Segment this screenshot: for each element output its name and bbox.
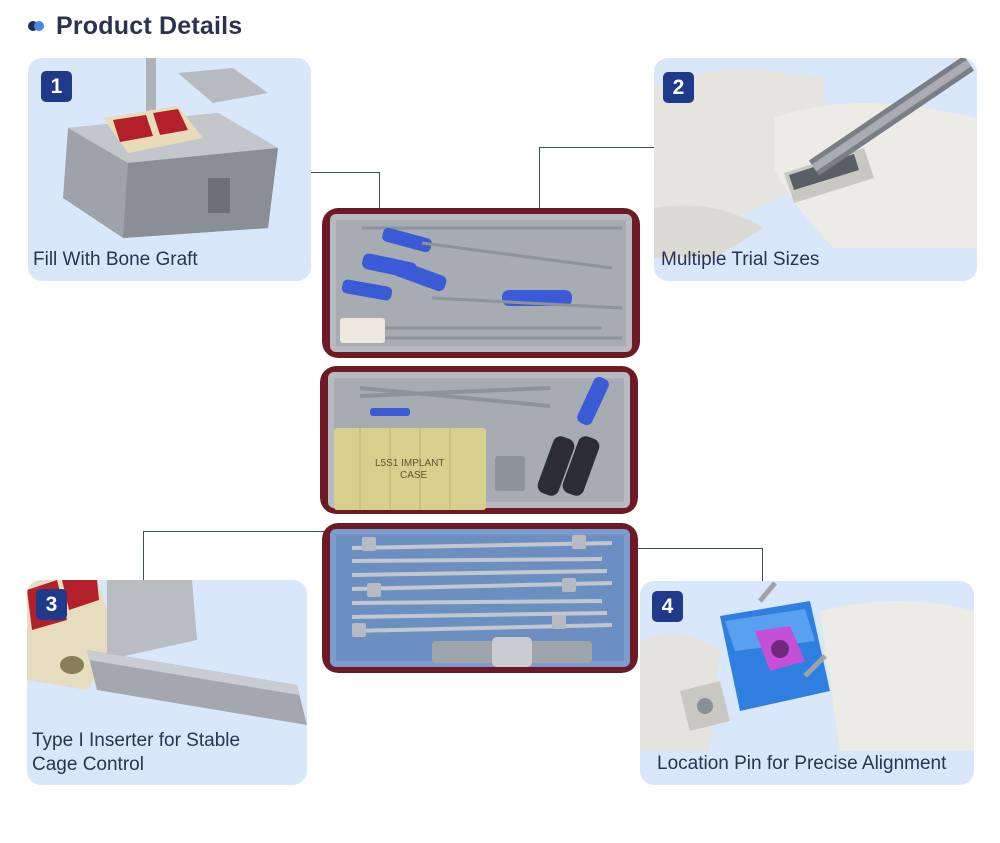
feature-card-location-pin: 4 Location Pin for Precise Alignment: [640, 581, 974, 785]
feature-card-inserter: 3 Type I Inserter for Stable Cage Contro…: [27, 580, 307, 785]
card-caption-1: Fill With Bone Graft: [33, 249, 198, 270]
implant-case-label-line2: CASE: [400, 470, 428, 481]
step-badge-4: 4: [652, 591, 683, 622]
page-header: Product Details: [28, 10, 242, 42]
connector-line-3: [143, 531, 333, 532]
connector-line-1: [310, 172, 380, 173]
bone-graft-cage-image: [63, 58, 278, 238]
tray-top-image: [322, 208, 640, 358]
page-title: Product Details: [56, 11, 243, 40]
feature-card-bone-graft: 1 Fill With Bone Graft: [28, 58, 311, 281]
card-caption-3-line2: Cage Control: [32, 754, 144, 775]
card-caption-2: Multiple Trial Sizes: [661, 249, 820, 270]
location-pin-image: [640, 581, 974, 751]
step-badge-3: 3: [36, 589, 67, 620]
instrument-tray-middle: L5S1 IMPLANT CASE: [320, 366, 638, 514]
instrument-tray-bottom: [322, 523, 638, 673]
implant-case-label-line1: L5S1 IMPLANT: [375, 458, 445, 469]
feature-card-trial-sizes: 2 Multiple Trial Sizes: [654, 58, 977, 281]
card-caption-3-line1: Type I Inserter for Stable: [32, 730, 241, 751]
trial-sizer-image: [654, 58, 977, 258]
tray-middle-image: [320, 366, 638, 514]
connector-line-2: [539, 147, 654, 148]
tray-bottom-image: [322, 523, 638, 673]
instrument-tray-top: [322, 208, 640, 358]
step-badge-1: 1: [41, 71, 72, 102]
connector-line-4: [628, 548, 763, 549]
connector-line-3: [143, 531, 144, 581]
connector-line-2: [539, 147, 540, 209]
step-badge-2: 2: [663, 72, 694, 103]
connector-line-4: [762, 548, 763, 582]
dual-dot-icon: [28, 19, 48, 33]
card-caption-4: Location Pin for Precise Alignment: [657, 753, 947, 774]
